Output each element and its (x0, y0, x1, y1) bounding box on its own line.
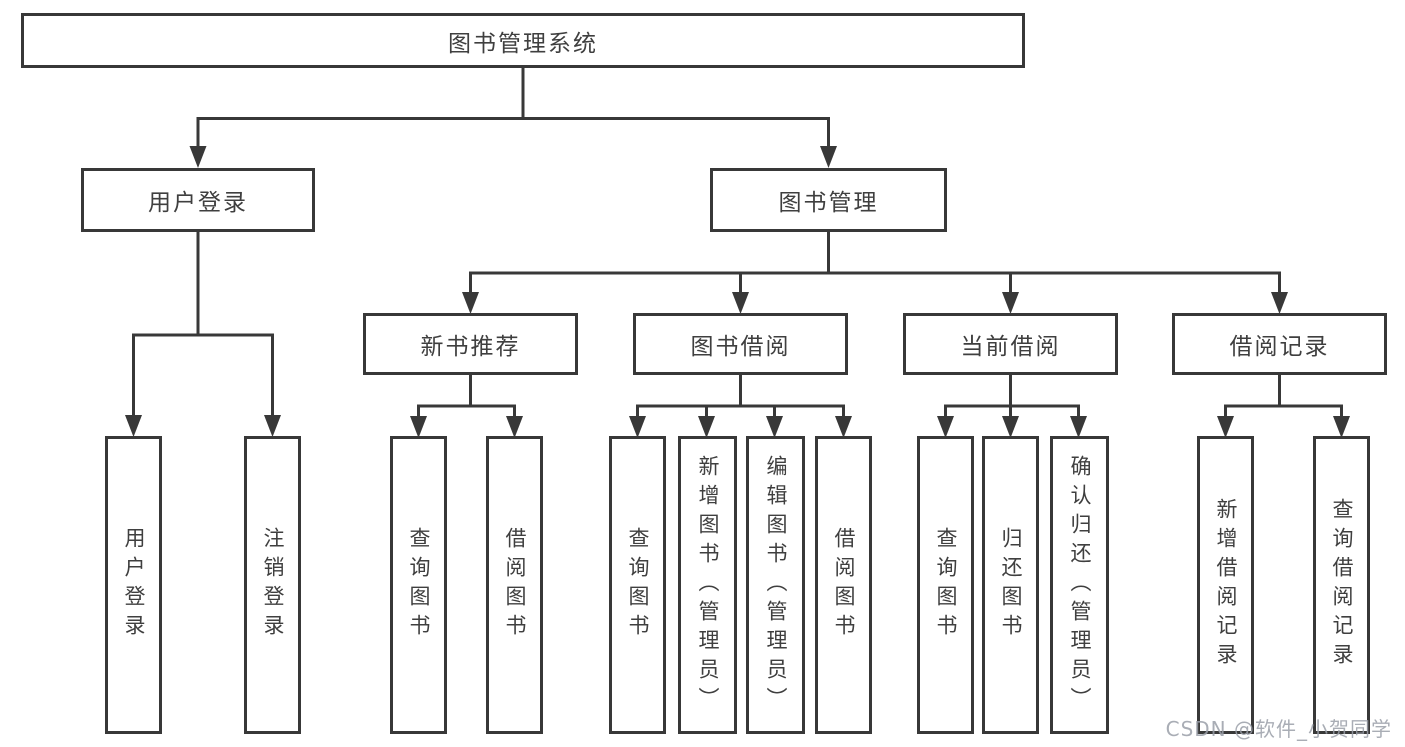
node-user-login-branch: 用户登录 (81, 168, 315, 232)
node-book-borrow-label: 图书借阅 (690, 334, 791, 360)
arrow-down-icon (1002, 292, 1019, 314)
node-confirm-return-admin: 确认归还（管理员） (1050, 436, 1109, 734)
arrow-down-icon (1271, 292, 1288, 314)
arrow-down-icon (462, 292, 479, 314)
node-logout-leaf-label: 注销登录 (261, 527, 285, 643)
node-new-book-recommend-label: 新书推荐 (420, 334, 521, 360)
node-user-login-branch-label: 用户登录 (148, 190, 248, 216)
arrow-down-icon (1217, 416, 1234, 438)
node-add-book-admin: 新增图书（管理员） (678, 436, 737, 734)
arrowhead-icons (125, 146, 1350, 438)
arrow-down-icon (264, 415, 281, 437)
arrow-down-icon (189, 146, 207, 168)
node-confirm-return-admin-label: 确认归还（管理员） (1068, 454, 1092, 716)
node-current-borrow-label: 当前借阅 (960, 334, 1061, 360)
node-return-book-label: 归还图书 (999, 527, 1023, 643)
node-root-label: 图书管理系统 (448, 30, 598, 57)
node-borrow-records: 借阅记录 (1172, 313, 1387, 375)
node-user-login-leaf: 用户登录 (105, 436, 162, 734)
node-query-books-borrow-label: 查询图书 (626, 527, 650, 643)
node-query-borrow-record: 查询借阅记录 (1313, 436, 1370, 734)
node-add-borrow-record-label: 新增借阅记录 (1214, 498, 1238, 672)
node-query-books-recommend-label: 查询图书 (407, 527, 431, 643)
node-user-login-leaf-label: 用户登录 (122, 527, 146, 643)
node-new-book-recommend: 新书推荐 (363, 313, 578, 375)
arrow-down-icon (698, 416, 715, 438)
node-query-books-borrow: 查询图书 (609, 436, 666, 734)
node-book-borrow: 图书借阅 (633, 313, 848, 375)
node-borrow-books-leaf-label: 借阅图书 (832, 527, 856, 643)
arrow-down-icon (1070, 416, 1087, 438)
arrow-down-icon (629, 416, 646, 438)
node-borrow-records-label: 借阅记录 (1229, 334, 1330, 360)
arrow-down-icon (937, 416, 954, 438)
arrow-down-icon (410, 416, 427, 438)
node-book-management-branch: 图书管理 (710, 168, 947, 232)
node-book-management-branch-label: 图书管理 (778, 190, 879, 216)
node-root: 图书管理系统 (21, 13, 1025, 68)
node-query-borrow-record-label: 查询借阅记录 (1330, 498, 1354, 672)
node-return-book: 归还图书 (982, 436, 1039, 734)
arrow-down-icon (835, 416, 852, 438)
node-borrow-books-recommend: 借阅图书 (486, 436, 543, 734)
node-edit-book-admin: 编辑图书（管理员） (746, 436, 805, 734)
arrow-down-icon (1002, 416, 1019, 438)
arrow-down-icon (820, 146, 837, 168)
node-borrow-books-recommend-label: 借阅图书 (503, 527, 527, 643)
node-add-borrow-record: 新增借阅记录 (1197, 436, 1254, 734)
arrow-down-icon (506, 416, 523, 438)
node-edit-book-admin-label: 编辑图书（管理员） (764, 454, 788, 716)
node-borrow-books-leaf: 借阅图书 (815, 436, 872, 734)
node-query-books-recommend: 查询图书 (390, 436, 447, 734)
arrow-down-icon (732, 292, 749, 314)
node-query-books-current-label: 查询图书 (934, 527, 958, 643)
node-query-books-current: 查询图书 (917, 436, 974, 734)
arrow-down-icon (125, 415, 142, 437)
node-current-borrow: 当前借阅 (903, 313, 1118, 375)
node-add-book-admin-label: 新增图书（管理员） (696, 454, 720, 716)
arrow-down-icon (1333, 416, 1350, 438)
watermark: CSDN @软件_小贺同学 (1165, 717, 1392, 741)
arrow-down-icon (766, 416, 783, 438)
node-logout-leaf: 注销登录 (244, 436, 301, 734)
